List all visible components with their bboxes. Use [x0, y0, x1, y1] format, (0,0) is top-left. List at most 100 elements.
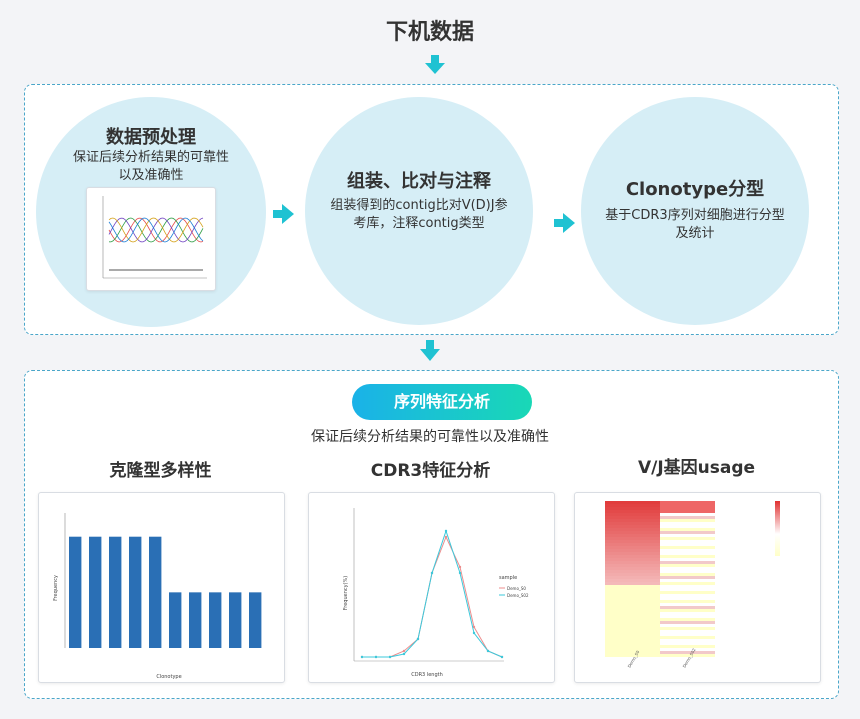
heatmap-cell: [660, 543, 715, 546]
cdr3-point: [458, 571, 462, 575]
heatmap-cell: [660, 567, 715, 570]
heatmap-cell: [660, 531, 715, 534]
heatmap-cell: [605, 516, 660, 519]
heatmap-cell: [605, 624, 660, 627]
heatmap-cell: [660, 513, 715, 516]
heatmap-cell: [605, 618, 660, 621]
heatmap-cell: [605, 570, 660, 573]
step-title: Clonotype分型: [625, 179, 765, 200]
right-arrow-icon: [273, 204, 294, 224]
heatmap-cell: [660, 639, 715, 642]
step-desc-line: 以及准确性: [118, 168, 184, 183]
section-title: 克隆型多样性: [109, 461, 212, 481]
heatmap-cell: [605, 546, 660, 549]
heatmap-cell: [660, 528, 715, 531]
cdr3-point: [444, 535, 448, 539]
heatmap-cell: [660, 573, 715, 576]
heatmap-cell: [605, 534, 660, 537]
quality-series-line: [108, 217, 204, 243]
heatmap-cell: [660, 555, 715, 558]
heatmap-cell: [605, 621, 660, 624]
bar-ylabel: Frequency: [53, 575, 59, 601]
section-title: CDR3特征分析: [370, 461, 491, 481]
heatmap-cell: [605, 642, 660, 645]
heatmap-cell: [605, 645, 660, 648]
heatmap-cell: [605, 654, 660, 657]
heatmap-cell: [660, 561, 715, 564]
cdr3-point: [402, 649, 406, 653]
heatmap-cell: [605, 594, 660, 597]
cdr3-point: [416, 637, 420, 641]
heatmap-cell: [660, 654, 715, 657]
heatmap-cell: [660, 618, 715, 621]
heatmap-cell: [660, 636, 715, 639]
cdr3-xlabel: CDR3 length: [411, 672, 443, 678]
bar: [149, 536, 162, 648]
section-title: V/J基因usage: [637, 458, 756, 478]
bar: [229, 592, 242, 648]
step-desc-line: 保证后续分析结果的可靠性: [72, 150, 229, 165]
heatmap-cell: [660, 609, 715, 612]
bar: [169, 592, 182, 648]
bar: [129, 536, 142, 648]
heatmap-cell: [605, 633, 660, 636]
bar: [109, 536, 122, 648]
heatmap-cell: [660, 576, 715, 579]
heatmap-cell: [605, 630, 660, 633]
heatmap-cell: [660, 591, 715, 594]
heatmap-cell: [605, 615, 660, 618]
quality-series-line: [108, 217, 204, 243]
cdr3-legend-title: sample: [499, 575, 517, 581]
heatmap-cell: [605, 522, 660, 525]
heatmap-cell: [605, 561, 660, 564]
heatmap-cell: [660, 564, 715, 567]
heatmap-cell: [660, 648, 715, 651]
step-preprocess: 数据预处理 保证后续分析结果的可靠性 以及准确性: [36, 97, 266, 327]
bar: [189, 592, 202, 648]
heatmap-cell: [605, 537, 660, 540]
heatmap-cell: [660, 582, 715, 585]
heatmap-cell: [660, 645, 715, 648]
heatmap-cell: [605, 576, 660, 579]
cdr3-point: [402, 652, 406, 656]
heatmap-cell: [660, 552, 715, 555]
heatmap-cell: [605, 543, 660, 546]
heatmap-cell: [605, 531, 660, 534]
cdr3-point: [444, 529, 448, 533]
heatmap-cell: [660, 522, 715, 525]
heatmap-cell: [660, 510, 715, 513]
cdr3-point: [472, 631, 476, 635]
heatmap-cell: [605, 579, 660, 582]
heatmap-cell: [605, 519, 660, 522]
heatmap-cell: [660, 603, 715, 606]
down-arrow-icon: [420, 340, 440, 361]
heatmap-cell: [605, 540, 660, 543]
cdr3-point: [472, 625, 476, 629]
heatmap-cell: [660, 501, 715, 504]
heatmap-cell: [605, 507, 660, 510]
heatmap-cell: [605, 636, 660, 639]
right-arrow-icon: [554, 213, 575, 233]
bar: [69, 536, 82, 648]
step-desc-line: 考库，注释contig类型: [353, 216, 485, 231]
heatmap-cell: [660, 615, 715, 618]
heatmap-cell: [660, 558, 715, 561]
heatmap-cell: [605, 501, 660, 504]
clonotype-bar-chart: Frequency Clonotype: [38, 492, 285, 683]
bar: [249, 592, 262, 648]
heatmap-cell: [660, 606, 715, 609]
down-arrow-icon: [425, 55, 445, 74]
heatmap-cell: [605, 591, 660, 594]
cdr3-point: [430, 571, 434, 575]
heatmap-cell: [660, 570, 715, 573]
step-desc-line: 基于CDR3序列对细胞进行分型: [605, 208, 785, 223]
heatmap-cell: [605, 651, 660, 654]
heatmap-cell: [605, 573, 660, 576]
step-title: 组装、比对与注释: [347, 171, 491, 192]
heatmap-cell: [605, 528, 660, 531]
step-clonotype: Clonotype分型 基于CDR3序列对细胞进行分型 及统计: [581, 97, 809, 325]
heatmap-cell: [605, 513, 660, 516]
heatmap-cell: [605, 606, 660, 609]
